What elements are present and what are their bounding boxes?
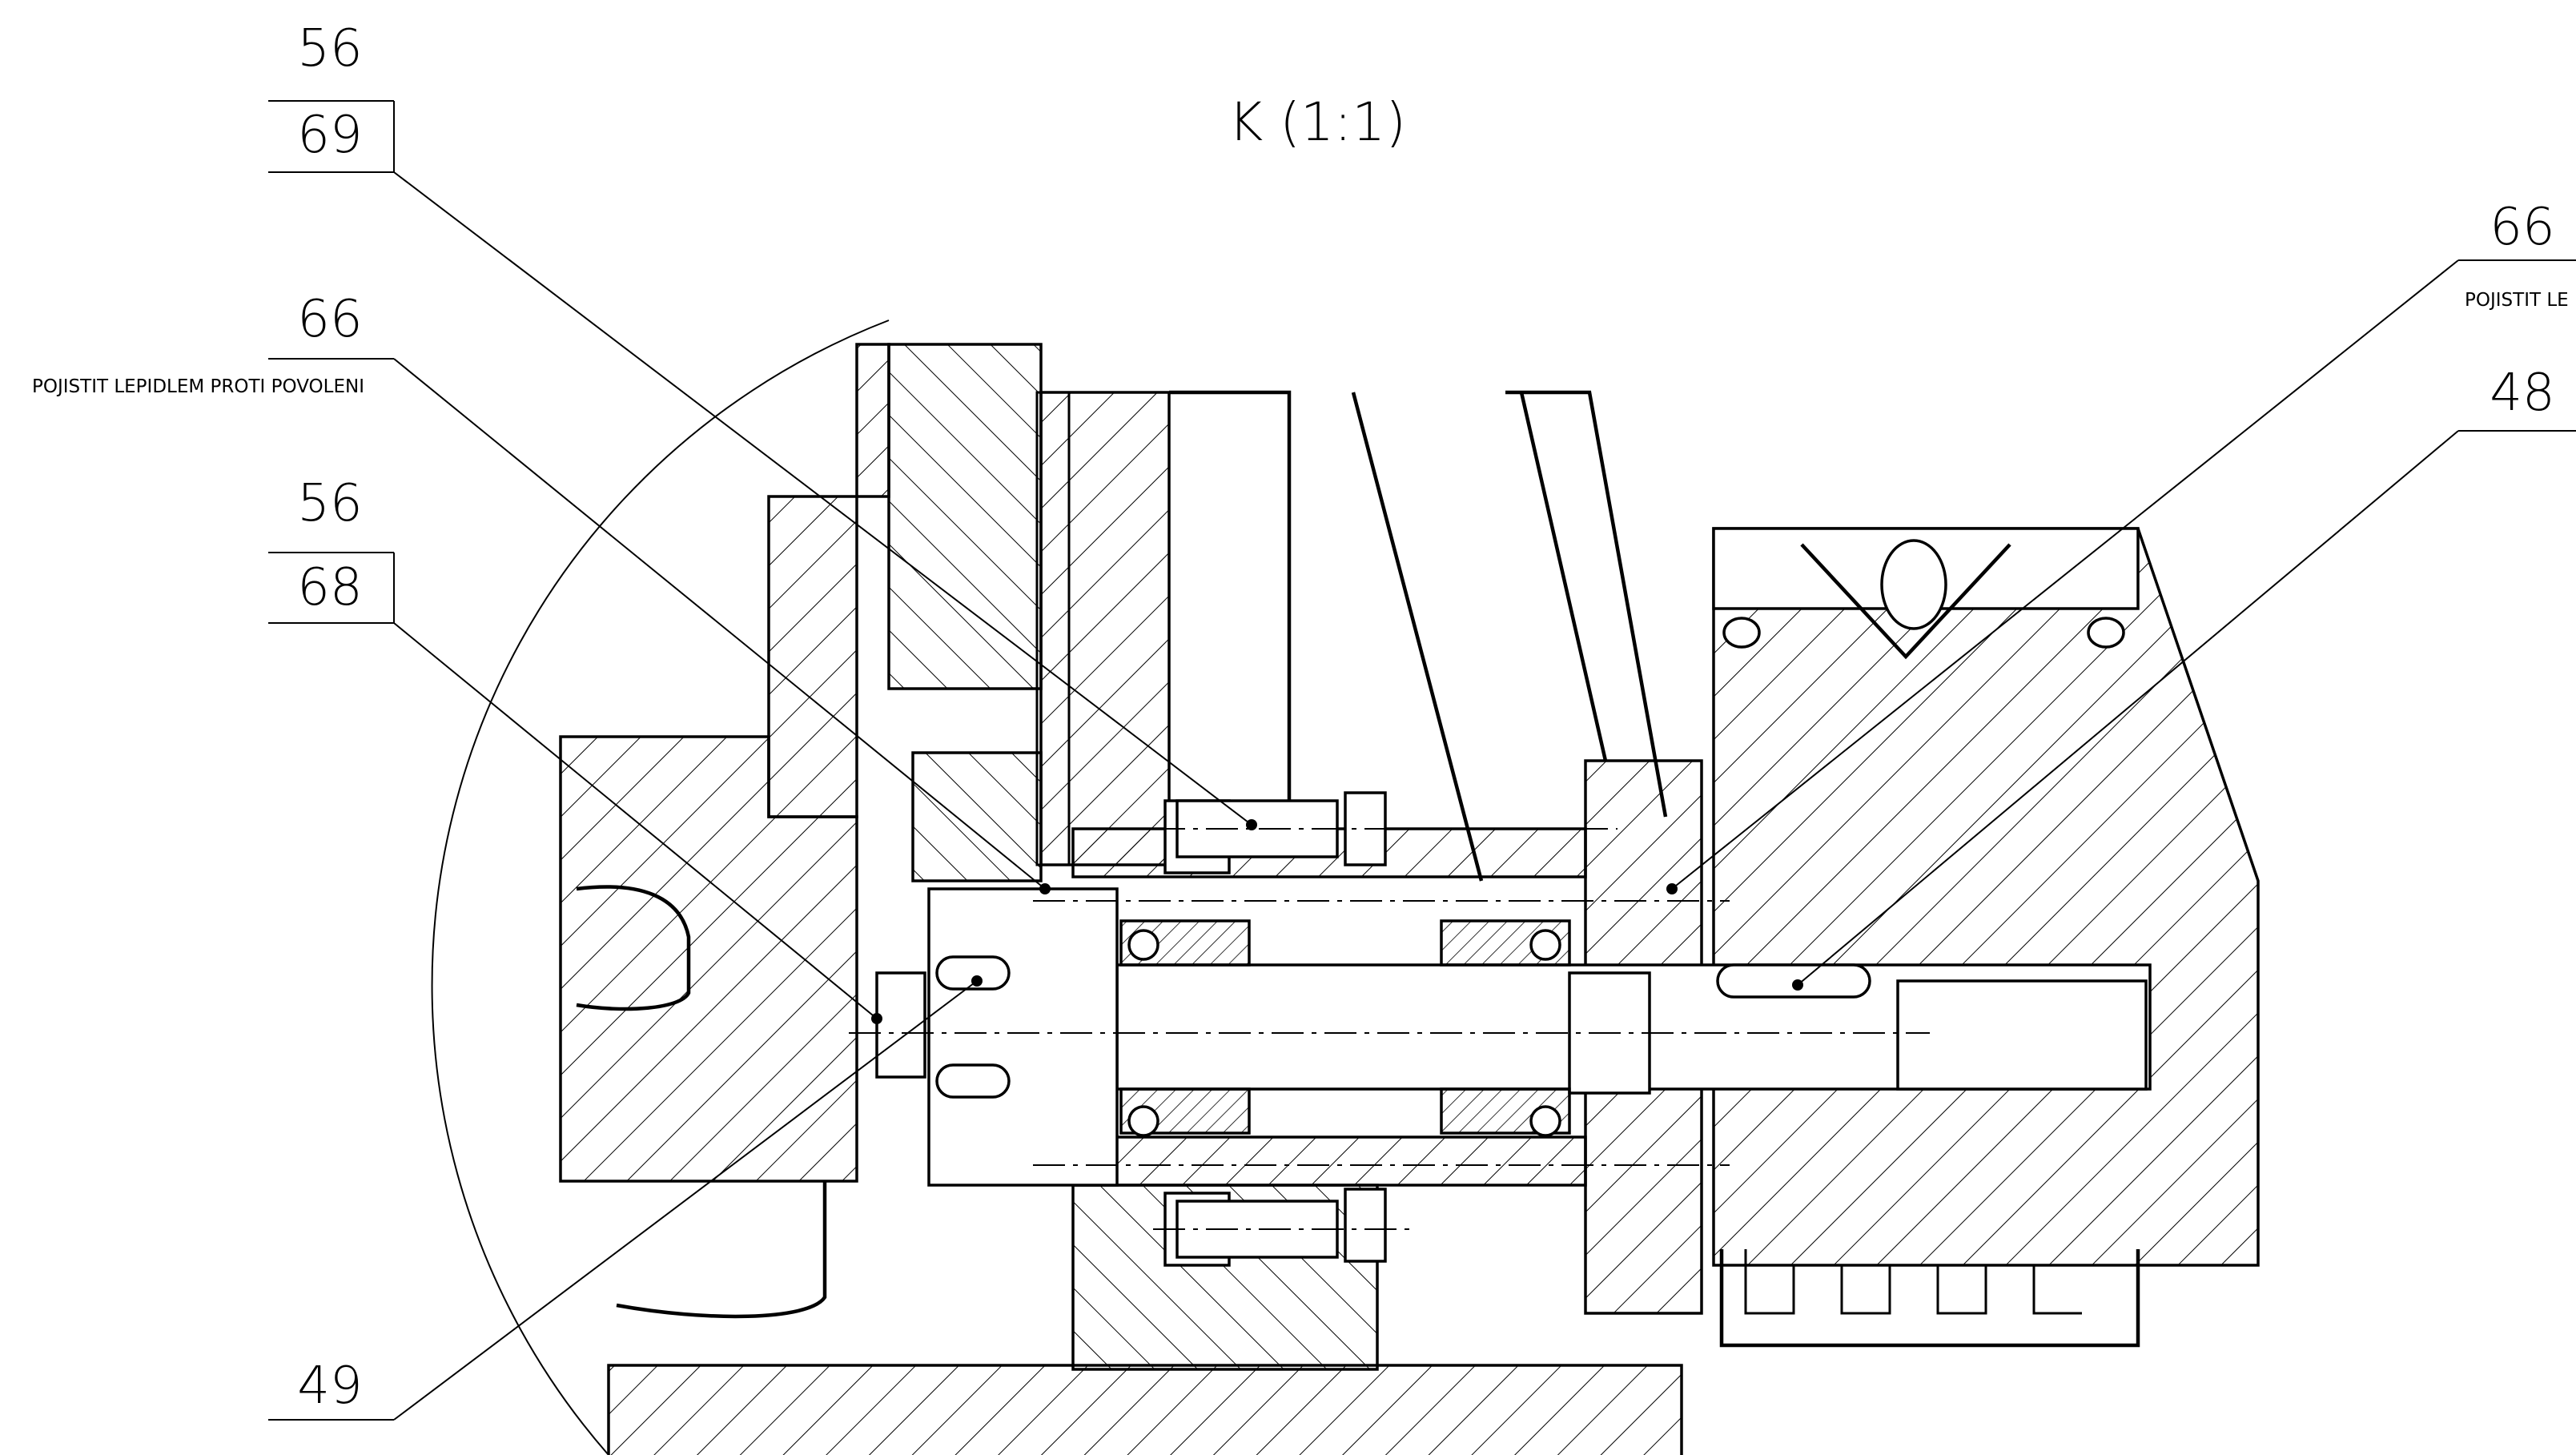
balloon-label-66-left: 66 [297,290,362,349]
balloon-label-68: 68 [297,558,362,617]
balloon-56-69: 56 69 [268,19,395,173]
balloon-66-left: 66 POJISTIT LEPIDLEM PROTI POVOLENI [32,290,394,397]
balloon-label-66-right: 66 [2490,198,2554,257]
balloon-label-56-mid: 56 [297,474,362,533]
detail-boundary-arc [431,320,890,1455]
note-lock-glue-left: POJISTIT LEPIDLEM PROTI POVOLENI [32,376,364,397]
balloon-49: 49 [268,1357,394,1421]
balloon-label-69: 69 [297,106,362,165]
leader-lines [393,171,2459,1421]
balloon-56-68: 56 68 [268,474,395,624]
bearings [1119,919,1571,1137]
balloon-label-49: 49 [297,1357,362,1416]
view-title: K (1:1) [1228,91,1406,153]
balloon-48: 48 [2458,364,2576,432]
balloon-66-right: 66 POJISTIT LE [2458,198,2576,311]
note-lock-glue-right: POJISTIT LE [2465,290,2569,311]
bolt-lower [1175,1188,1387,1263]
balloon-label-48: 48 [2490,364,2554,423]
balloon-label-56-top: 56 [297,19,362,78]
detail-view-geometry [559,343,2260,1455]
